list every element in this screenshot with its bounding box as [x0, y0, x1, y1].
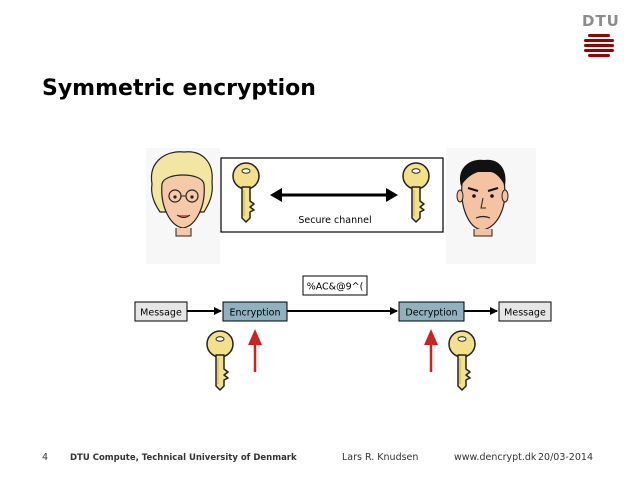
up-arrow-icon — [248, 329, 262, 372]
website-link[interactable]: www.dencrypt.dk — [454, 452, 537, 463]
ciphertext-box — [302, 275, 368, 296]
key-icon — [448, 330, 476, 391]
message-box-left — [134, 301, 188, 322]
date-label: 20/03-2014 — [538, 452, 593, 463]
key-icon — [206, 330, 234, 391]
decryption-label: Decryption — [405, 308, 457, 319]
woman-face-icon — [146, 148, 220, 264]
encryption-box — [222, 301, 288, 322]
up-arrow-icon — [424, 329, 438, 372]
man-face-icon — [446, 148, 536, 264]
encryption-label: Encryption — [229, 308, 280, 319]
author-label: Lars R. Knudsen — [342, 452, 419, 463]
institution-label: DTU Compute, Technical University of Den… — [70, 453, 297, 463]
message-label-left: Message — [140, 308, 182, 319]
secure-channel-label: Secure channel — [298, 215, 371, 226]
ciphertext-label: %AC&@9^( — [307, 282, 364, 293]
message-box-right — [498, 301, 552, 322]
dtu-logo-text: DTU — [582, 12, 620, 30]
footer: 4 DTU Compute, Technical University of D… — [0, 452, 638, 466]
double-arrow-icon — [270, 188, 398, 202]
decryption-box — [398, 301, 465, 322]
page-number: 4 — [42, 452, 49, 463]
slide-title: Symmetric encryption — [42, 76, 316, 101]
dtu-logo-bars-icon — [584, 34, 614, 57]
dtu-logo: DTU — [578, 12, 620, 62]
message-label-right: Message — [504, 308, 546, 319]
